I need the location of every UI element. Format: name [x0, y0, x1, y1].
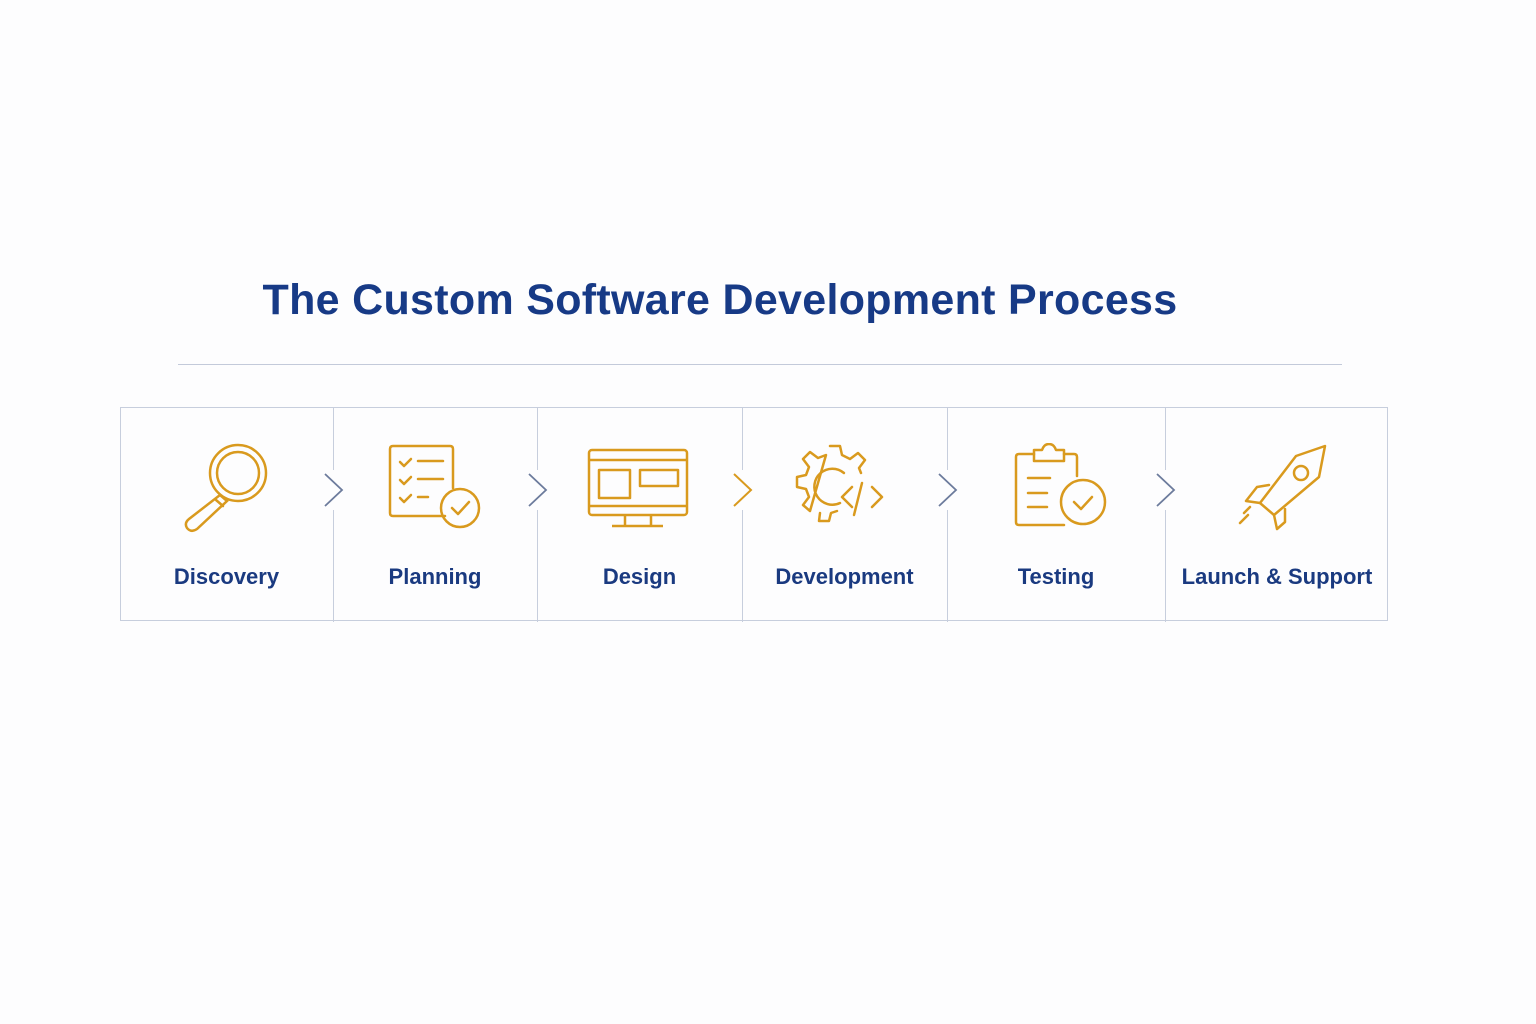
- chevron-right-icon: [733, 473, 753, 507]
- divider: [333, 407, 334, 622]
- step-label: Launch & Support: [1181, 564, 1373, 589]
- magnifying-glass-icon: [184, 443, 267, 532]
- rocket-icon: [1238, 444, 1327, 531]
- checklist-icon: [388, 444, 481, 529]
- monitor-layout-icon: [587, 448, 688, 528]
- step-planning: Planning: [333, 407, 537, 622]
- chevron-right-icon: [324, 473, 344, 507]
- step-development: Development: [742, 407, 947, 622]
- step-label: Planning: [388, 564, 482, 589]
- step-launch-support: Launch & Support: [1165, 407, 1389, 622]
- step-design: Design: [537, 407, 742, 622]
- divider: [947, 407, 948, 622]
- divider: [537, 407, 538, 622]
- chevron-right-icon: [1156, 473, 1176, 507]
- page-title: The Custom Software Development Process: [262, 276, 1178, 324]
- step-testing: Testing: [947, 407, 1165, 622]
- step-label: Design: [602, 564, 677, 589]
- chevron-right-icon: [938, 473, 958, 507]
- divider: [1165, 407, 1166, 622]
- step-discovery: Discovery: [120, 407, 333, 622]
- process-flow: [120, 407, 1388, 621]
- step-label: Development: [775, 564, 914, 589]
- step-label: Testing: [1017, 564, 1095, 589]
- divider: [742, 407, 743, 622]
- title-divider: [178, 364, 1342, 365]
- gear-code-icon: [795, 444, 883, 523]
- chevron-right-icon: [528, 473, 548, 507]
- step-label: Discovery: [173, 564, 280, 589]
- clipboard-check-icon: [1014, 443, 1107, 527]
